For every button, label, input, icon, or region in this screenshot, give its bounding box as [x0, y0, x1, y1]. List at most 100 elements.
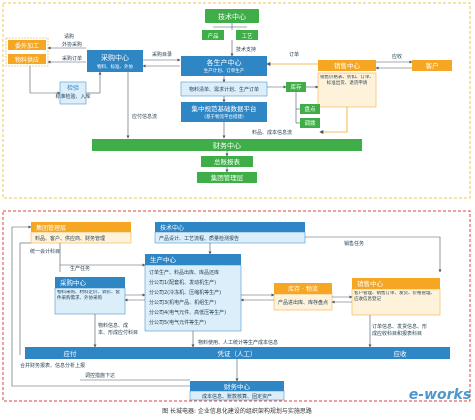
top-purchase-center-label: 采购中心 — [101, 53, 129, 62]
top-cost-flow-label: 料品、成本信息流 — [252, 129, 292, 136]
top-purchase-catalog-label: 采购目录 — [152, 51, 172, 58]
bottom-prod-item: 订单生产、料品出库、库品还库 — [149, 269, 219, 276]
bottom-sales-center-box — [352, 278, 440, 289]
bottom-prod-item: 分公司2(冷冻机、压缩机等生产) — [149, 289, 221, 296]
top-sales-sub-label: 销售价格表、折扣、订单、标准出货、退货申请 — [320, 75, 374, 86]
top-outsource-purchase-label: 外协采购 — [62, 41, 82, 48]
bottom-inventory-box — [274, 283, 332, 294]
figure-caption: 图 长城电器: 企业信息化建设的组织架构规划与实施思路 — [162, 407, 312, 415]
top-finance-label: 财务中心 — [213, 141, 241, 150]
top-group-mgmt-box — [197, 172, 257, 183]
top-purchase-order-label: 采购订单 — [62, 55, 82, 62]
bottom-tech-sub-label: 产品设计、工艺流程、质量检测报告 — [159, 235, 239, 242]
top-material-label: 物料供应 — [15, 56, 39, 64]
bottom-material-cost-line1: 物料信息、成 — [98, 322, 128, 329]
watermark-logo: e-works — [409, 387, 471, 403]
top-stocktake-box — [300, 104, 320, 114]
bottom-tech-center-box — [155, 222, 305, 232]
top-outsource-label: 委外加工 — [15, 42, 39, 50]
bottom-unify-label: 统一会计科目 — [30, 248, 60, 255]
top-req-label: 请购 — [64, 33, 74, 40]
bottom-sales-task-label: 销售任务 — [344, 240, 364, 247]
bottom-prod-center-label: 生产中心 — [150, 255, 177, 264]
bottom-sales-sub-label: 客户管理、销售订单、发货、价格管理、应收信息登记 — [354, 291, 435, 302]
top-summary-label: 总账报表 — [214, 157, 241, 166]
top-prod-sub-label: 生产计划、订单生产 — [204, 67, 245, 74]
top-sales-sub-box — [317, 72, 377, 108]
top-transfer-label: 调拨 — [304, 119, 316, 127]
bottom-prod-item: 分公司1(配套机、发动机生产) — [149, 279, 216, 286]
bottom-purchase-center-label: 采购中心 — [60, 278, 87, 287]
top-sales-center-box — [318, 60, 376, 71]
bottom-tech-sub-box — [154, 231, 306, 244]
top-material-box — [8, 54, 46, 64]
top-tech-support-label: 技术支持 — [236, 46, 256, 53]
top-tech-center-box — [205, 9, 259, 23]
bottom-receivable-label: 应收 — [394, 349, 408, 358]
top-tech-center-label: 技术中心 — [218, 12, 246, 21]
top-purchase-center-box — [87, 50, 143, 72]
bottom-voucher-label: 凭证（人工） — [218, 349, 257, 358]
top-inventory-label: 库存 — [290, 83, 302, 91]
top-prod-centers-box — [181, 56, 267, 76]
bottom-group-sub-label: 料品、客户、供应商、财务管理 — [35, 235, 105, 242]
top-order-label: 订单 — [289, 51, 299, 58]
bottom-prod-center-box — [145, 254, 241, 265]
top-customer-label: 客户 — [426, 61, 439, 70]
bottom-purchase-sub-box — [54, 287, 126, 315]
bottom-group-sub-box — [30, 231, 132, 244]
top-frame — [2, 2, 471, 199]
top-sales-center-label: 销售中心 — [334, 61, 361, 70]
bottom-adjust-label: 调控措施下达 — [85, 372, 115, 379]
top-craft-label: 工艺 — [241, 33, 253, 40]
top-summary-box — [201, 156, 253, 167]
bottom-finance-center-box — [190, 381, 284, 391]
bottom-prod-item: 分公司5(电气元件等生产) — [149, 319, 206, 326]
bottom-sales-center-label: 销售中心 — [357, 279, 384, 288]
bottom-merge-report-label: 合并财务报表、信息分析上报 — [20, 362, 85, 369]
bottom-payable-label: 应付 — [64, 349, 78, 358]
top-product-box — [202, 30, 224, 40]
top-outsource-box — [8, 40, 46, 50]
top-data-platform-box — [181, 102, 267, 122]
top-product-label: 产品 — [207, 32, 219, 40]
bottom-purchase-sub-label: 物料采购、材料定价、调价、套件采购需求、外协采购 — [57, 290, 120, 301]
top-customer-box — [412, 60, 452, 71]
top-data-platform-sub-label: (基于物流平台搭建) — [204, 113, 244, 120]
bottom-prod-list-box — [144, 264, 242, 332]
top-inspect-sub-label: 标准检验、入库 — [55, 93, 90, 100]
bottom-prod-task-label: 生产任务 — [70, 265, 90, 272]
bottom-sales-sub-box — [351, 288, 441, 316]
bottom-material-usage-label: 物料使用、人工统计等生产成本信息 — [198, 339, 278, 346]
top-data-platform-label: 集中规范基础数据平台 — [192, 104, 257, 113]
bottom-prod-item: 分公司3(机电产品、机组生产) — [149, 299, 216, 306]
top-payable-flow-label: 应付信息流 — [132, 113, 157, 120]
top-stocktake-label: 盘点 — [304, 105, 316, 113]
top-transfer-box — [300, 118, 320, 128]
bottom-frame — [2, 210, 471, 402]
bottom-order-ship-line1: 订单信息、发货信息、形 — [372, 323, 427, 330]
bottom-finance-sub-label: 成本信息、账款核算、固定资产 — [202, 393, 272, 400]
bottom-group-mgmt-box — [31, 222, 131, 232]
bottom-finance-sub-box — [189, 390, 285, 401]
top-craft-box — [236, 30, 258, 40]
top-group-mgmt-label: 集团管理层 — [211, 173, 244, 182]
bottom-material-cost-line2: 本、形成应付科目 — [98, 329, 138, 336]
bottom-order-ship-line2: 成应收科目和报表科目 — [372, 330, 422, 337]
top-purchase-sub-label: 物料、标准、外协 — [97, 63, 133, 70]
bottom-prod-item: 分公司4(电气元件、高低压等生产) — [149, 309, 226, 316]
bottom-group-mgmt-label: 集团管理层 — [36, 224, 66, 232]
top-finance-bar — [92, 139, 362, 151]
top-inspect-label: 检验 — [67, 84, 79, 92]
bottom-tech-center-label: 技术中心 — [160, 224, 184, 232]
top-inventory-box — [286, 82, 306, 92]
top-prod-list-label: 物料清单、需求计划、生产订单 — [189, 86, 259, 93]
bottom-accounting-bar — [25, 347, 450, 359]
bottom-inventory-label: 库存 · 物流 — [288, 285, 318, 293]
bottom-purchase-center-box — [55, 277, 125, 288]
bottom-finance-center-label: 财务中心 — [224, 382, 251, 391]
top-receivable-label: 应收 — [392, 53, 402, 60]
top-prod-centers-label: 各生产中心 — [207, 58, 242, 67]
